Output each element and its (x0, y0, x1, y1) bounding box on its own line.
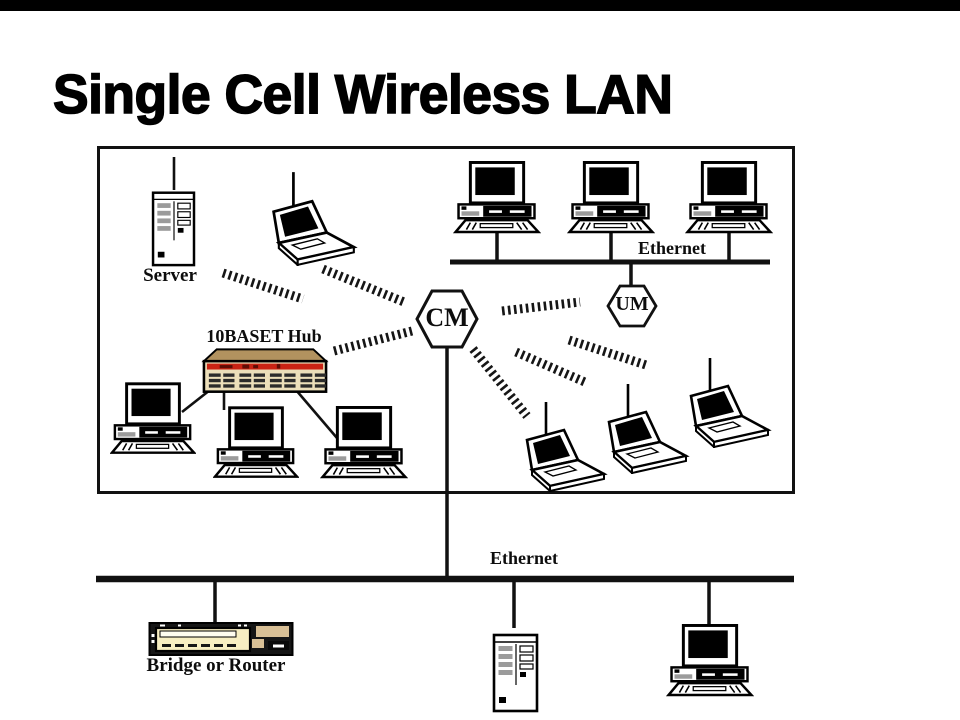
um-node (606, 284, 658, 328)
top-black-bar (0, 0, 960, 11)
slide-title: Single Cell Wireless LAN (52, 62, 673, 126)
wireless-laptop-icon (607, 384, 688, 474)
hub-cable (181, 388, 211, 414)
hub-icon (202, 348, 328, 393)
wireless-link-coil (514, 347, 589, 388)
tower-pc-icon (492, 633, 539, 713)
cm-node-label: CM (425, 303, 469, 332)
desktop-pc-icon (568, 161, 654, 234)
wireless-link-coil (332, 326, 414, 356)
hub-label: 10BASET Hub (206, 326, 322, 346)
cm-node (415, 289, 479, 349)
bridge-router-label: Bridge or Router (146, 655, 286, 676)
wireless-laptop-icon (272, 172, 356, 266)
ethernet-label-inner: Ethernet (638, 238, 706, 258)
wireless-link-coil (221, 268, 305, 304)
ethernet-label-outer: Ethernet (490, 548, 558, 568)
wireless-laptop-icon (525, 402, 606, 492)
wireless-laptop-icon (689, 358, 770, 448)
desktop-pc-icon (321, 406, 407, 479)
wired-connections (96, 157, 794, 628)
desktop-pc-icon (454, 161, 540, 234)
server-tower-icon (151, 191, 196, 267)
wireless-link-coil (469, 346, 531, 419)
server-label: Server (143, 265, 197, 286)
um-node-label: UM (615, 293, 649, 315)
wireless-links (221, 264, 648, 419)
wireless-link-coil (567, 335, 648, 370)
desktop-pc-icon (667, 624, 753, 697)
desktop-pc-icon (110, 382, 196, 455)
desktop-pc-icon (213, 406, 299, 479)
wireless-link-coil (321, 264, 406, 307)
desktop-pc-icon (686, 161, 772, 234)
hub-cable (295, 389, 338, 439)
wireless-link-coil (501, 297, 581, 316)
bridge-router-icon (148, 621, 294, 657)
